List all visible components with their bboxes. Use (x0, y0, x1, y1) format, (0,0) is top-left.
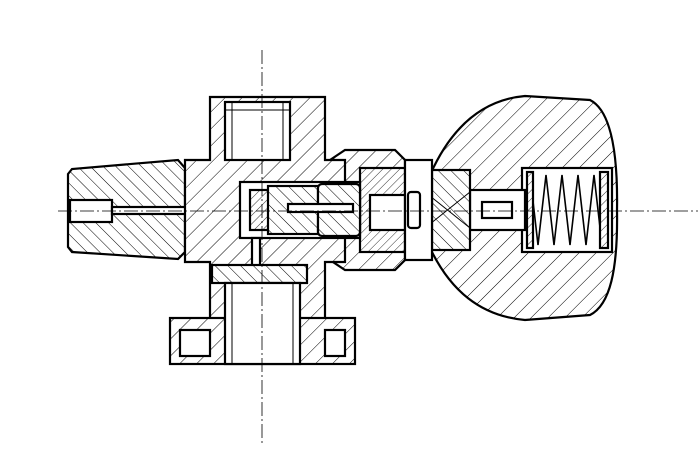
top-port-thread (225, 102, 290, 160)
bottom-bore (223, 281, 302, 366)
side-channel (250, 236, 262, 270)
o-ring (406, 190, 422, 230)
stem-tip (480, 200, 514, 220)
spring (525, 170, 610, 250)
nut-bore (368, 193, 407, 232)
packing-disk (430, 168, 472, 252)
bottom-nut-lip-right (323, 328, 347, 358)
valve-spindle (286, 202, 355, 214)
bottom-gasket (210, 263, 309, 285)
top-port (223, 100, 292, 162)
bottom-bore-thread (231, 283, 294, 364)
bottom-nut-lip-left (178, 328, 212, 358)
